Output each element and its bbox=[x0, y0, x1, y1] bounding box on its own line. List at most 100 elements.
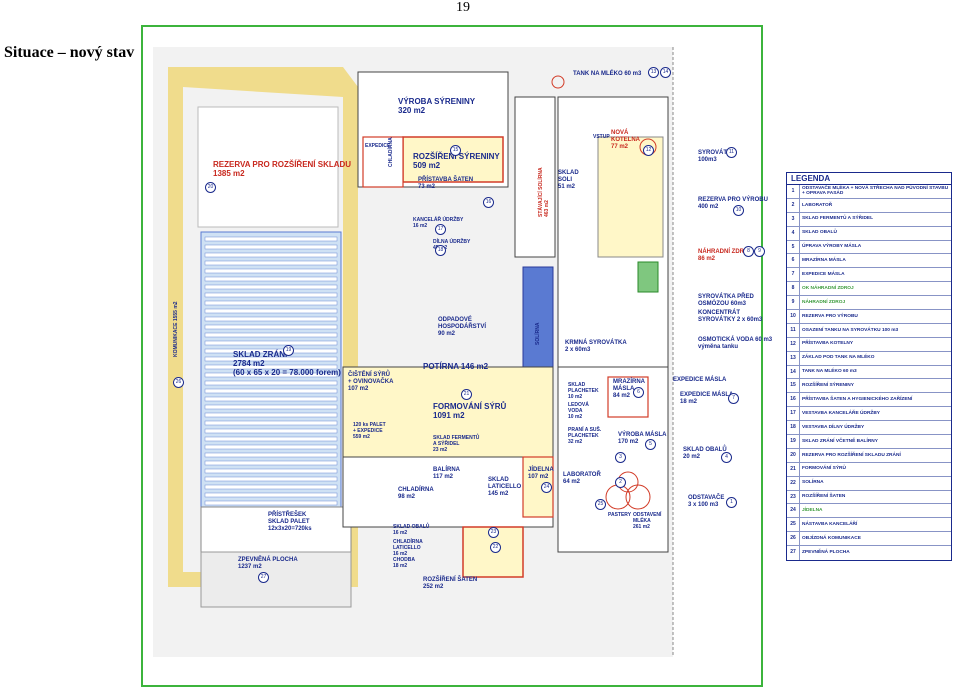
expedition-room bbox=[362, 136, 404, 188]
label-curd-production: VÝROBA SÝRENINY 320 m2 bbox=[398, 97, 476, 115]
label-laboratory: LABORATOŘ 64 m2 bbox=[563, 472, 601, 485]
label-cheese-cleaning: ČIŠTĚNÍ SÝRŮ + OVINOVAČKA 107 m2 bbox=[348, 372, 394, 392]
marker-18: 18 bbox=[435, 245, 446, 256]
marker-7: 7 bbox=[728, 393, 739, 404]
legend-number: 9 bbox=[787, 296, 800, 310]
label-osmotic-water: OSMOTICKÁ VODA 60 m3 výměna tanku bbox=[698, 337, 773, 350]
marker-13: 13 bbox=[648, 67, 659, 78]
label-packaging-storage: SKLAD OBALŮ 20 m2 bbox=[683, 447, 727, 460]
marker-3: 3 bbox=[615, 452, 626, 463]
rack-row bbox=[204, 452, 338, 458]
marker-23: 23 bbox=[488, 527, 499, 538]
label-feed-whey: KRMNÁ SYROVÁTKA 2 x 60m3 bbox=[565, 340, 627, 353]
legend-text: OSAZENÍ TANKU NA SYROVÁTKU 100 m3 bbox=[802, 327, 899, 333]
legend-number: 22 bbox=[787, 476, 800, 490]
rack-row bbox=[204, 380, 338, 386]
marker-2: 2 bbox=[615, 477, 626, 488]
label-changing-extension: ROZŠÍŘENÍ ŠATEN 252 m2 bbox=[423, 577, 478, 590]
legend-number: 13 bbox=[787, 351, 800, 365]
marker-6: 6 bbox=[633, 387, 644, 398]
legend-text: LABORATOŘ bbox=[802, 202, 833, 208]
legend-text: ROZŠÍŘENÍ ŠATEN bbox=[802, 494, 846, 500]
rack-row bbox=[204, 500, 338, 506]
curd-extension bbox=[402, 136, 504, 183]
rack-row bbox=[204, 324, 338, 330]
label-laticello-storage: SKLAD LATICELLO 145 m2 bbox=[488, 477, 522, 497]
legend-number: 25 bbox=[787, 518, 800, 532]
legend-text: ÚPRAVA VÝROBY MÁSLA bbox=[802, 244, 862, 250]
label-whey: SYROVÁTKA 100m3 bbox=[698, 150, 736, 163]
label-cheese-forming: FORMOVÁNÍ SÝRŮ 1091 m2 bbox=[433, 402, 507, 420]
legend-number: 23 bbox=[787, 490, 800, 504]
legend-number: 4 bbox=[787, 226, 800, 240]
rack-row bbox=[204, 300, 338, 306]
label-butter-production: VÝROBA MÁSLA 170 m2 bbox=[618, 432, 667, 445]
marker-11: 11 bbox=[726, 147, 737, 158]
marker-12: 12 bbox=[643, 145, 654, 156]
page-number: 19 bbox=[456, 0, 470, 15]
rack-row bbox=[204, 460, 338, 466]
rack-row bbox=[204, 276, 338, 282]
rack-row bbox=[204, 468, 338, 474]
legend-number: 18 bbox=[787, 421, 800, 435]
label-corridor: CHODBA 18 m2 bbox=[393, 557, 415, 569]
legend-number: 2 bbox=[787, 198, 800, 212]
label-storage-reserve: REZERVA PRO ROZŠÍŘENÍ SKLADU 1385 m2 bbox=[213, 160, 352, 178]
rack-row bbox=[204, 356, 338, 362]
legend-text: ODSTAVAČE MLÉKA + NOVÁ STŘECHA NAD PŮVOD… bbox=[802, 185, 949, 197]
marker-8: 8 bbox=[743, 246, 754, 257]
rack-row bbox=[204, 476, 338, 482]
legend-text: REZERVA PRO VÝROBU bbox=[802, 313, 858, 319]
label-maintenance-office: KANCELÁŘ ÚDRŽBY 16 m2 bbox=[413, 217, 464, 229]
rack-row bbox=[204, 236, 338, 242]
label-laticello-cold: CHLADÍRNA LATICELLO 16 m2 bbox=[393, 539, 423, 557]
marker-24: 24 bbox=[541, 482, 552, 493]
rack-row bbox=[204, 364, 338, 370]
marker-27: 27 bbox=[258, 572, 269, 583]
label-ripening-storage: SKLAD ZRÁNÍ 2784 m2 (60 x 65 x 20 = 78.0… bbox=[233, 350, 341, 377]
legend-text: JÍDELNA bbox=[802, 508, 823, 514]
legend-number: 12 bbox=[787, 337, 800, 351]
label-curd-extension: ROZŠÍŘENÍ SÝRENINY 509 m2 bbox=[413, 152, 500, 170]
rack-row bbox=[204, 340, 338, 346]
legend-text: NÁHRADNÍ ZDROJ bbox=[802, 299, 846, 305]
label-packing: BALÍRNA 117 m2 bbox=[433, 467, 460, 480]
label-potirna: POTÍRNA 146 m2 bbox=[423, 362, 489, 371]
legend-text: VESTAVBA KANCELÁŘE ÚDRŽBY bbox=[802, 410, 880, 416]
label-milk-tank: TANK NA MLÉKO 60 m3 bbox=[573, 71, 642, 77]
legend-number: 26 bbox=[787, 532, 800, 546]
label-pasteurizers: PASTERY bbox=[608, 512, 632, 518]
rack-row bbox=[204, 484, 338, 490]
label-milk-holding: ODSTAVENÍ MLÉKA 261 m2 bbox=[633, 512, 662, 530]
paved-area bbox=[200, 551, 352, 608]
legend-number: 8 bbox=[787, 282, 800, 296]
label-butter-freezer: MRAZÍRNA MÁSLA 84 m2 bbox=[613, 379, 645, 399]
legend-number: 15 bbox=[787, 379, 800, 393]
marker-16: 16 bbox=[483, 197, 494, 208]
legend-number: 17 bbox=[787, 407, 800, 421]
label-ice-water: LEDOVÁ VODA 10 m2 bbox=[568, 402, 589, 420]
legend-text: FORMOVÁNÍ SÝRŮ bbox=[802, 466, 846, 472]
legend-text: ZPEVNĚNÁ PLOCHA bbox=[802, 550, 850, 556]
legend-title: LEGENDA bbox=[787, 173, 951, 185]
label-whey-pre-osmosis: SYROVÁTKA PŘED OSMÓZOU 60m3 bbox=[698, 294, 754, 307]
label-cold-room: CHLADÍRNA 98 m2 bbox=[398, 487, 434, 500]
rack-row bbox=[204, 420, 338, 426]
legend-number: 6 bbox=[787, 254, 800, 268]
rack-row bbox=[204, 268, 338, 274]
rack-row bbox=[204, 252, 338, 258]
